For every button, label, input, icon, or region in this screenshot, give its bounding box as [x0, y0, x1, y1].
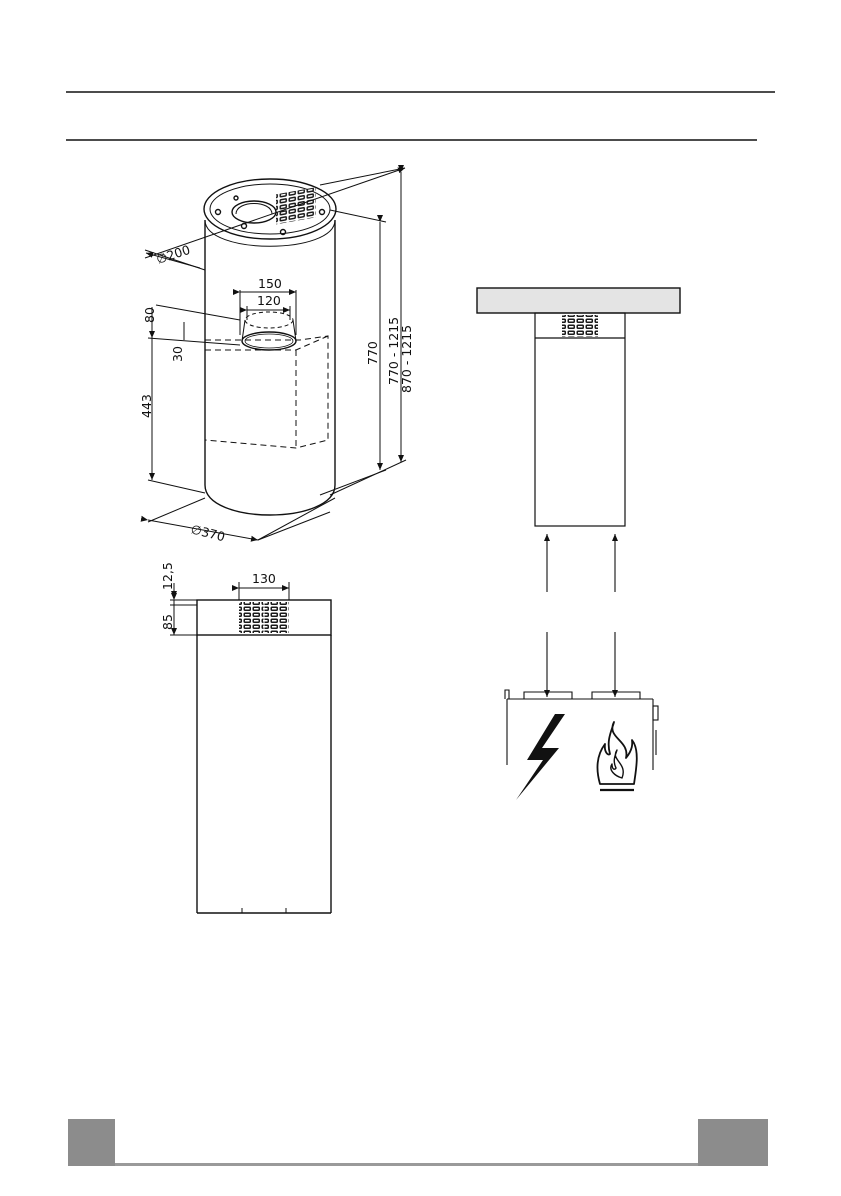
ceiling — [477, 288, 680, 313]
dim-85: 85 — [160, 614, 175, 630]
footer-block-right — [698, 1119, 768, 1166]
dim-bottom-diameter: ∅370 — [189, 521, 226, 544]
dim-30: 30 — [170, 346, 185, 362]
footer-rule — [115, 1163, 698, 1166]
dim-top-diameter: ∅200 — [154, 242, 192, 267]
dim-870-1215: 870 - 1215 — [399, 325, 414, 393]
distance-arrows — [547, 534, 615, 697]
dim-80: 80 — [142, 307, 157, 323]
dim-12-5: 12,5 — [160, 562, 175, 590]
front-elevation — [197, 600, 331, 913]
installed-hood — [535, 313, 625, 526]
dim-outlet-width: 150 — [258, 276, 282, 291]
dim-443: 443 — [139, 394, 154, 418]
dim-vent-width: 130 — [252, 571, 276, 586]
dim-770: 770 — [365, 341, 380, 365]
installed-vent-grid — [562, 315, 598, 337]
lightning-icon — [516, 714, 565, 800]
flame-icon — [597, 722, 636, 790]
cylinder-isometric — [204, 179, 336, 515]
footer-block-left — [68, 1119, 115, 1166]
cooktop — [505, 690, 658, 770]
dim-outlet-inner: 120 — [257, 293, 281, 308]
